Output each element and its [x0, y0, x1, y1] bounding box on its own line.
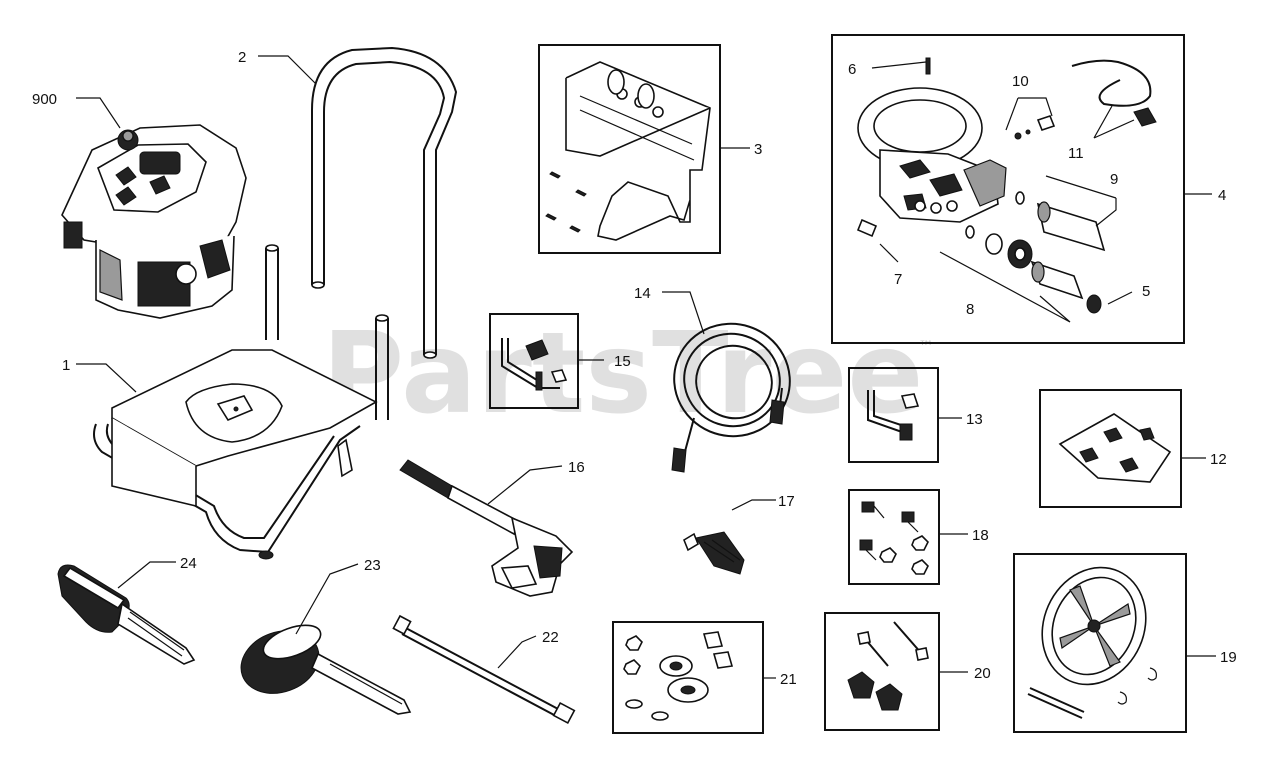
- callout-23: 23: [364, 557, 381, 574]
- part-18-box[interactable]: [848, 489, 940, 585]
- callout-labels: 900 2 1 3 4 6 10 11 9 5 7 8 15 14 13 12 …: [32, 49, 1237, 688]
- callout-21: 21: [780, 671, 797, 688]
- callout-19: 19: [1220, 649, 1237, 666]
- callout-7: 7: [894, 271, 902, 288]
- part-handle[interactable]: [311, 46, 458, 359]
- callout-13: 13: [966, 411, 983, 428]
- callout-11: 11: [1068, 145, 1084, 162]
- callout-15: 15: [614, 353, 631, 370]
- part-round-brush[interactable]: [232, 619, 412, 715]
- watermark-text: PartsTree: [322, 309, 923, 439]
- part-19-box[interactable]: [1013, 551, 1187, 733]
- callout-3: 3: [754, 141, 762, 158]
- callout-18: 18: [972, 527, 989, 544]
- callout-9: 9: [1110, 171, 1118, 188]
- callout-900: 900: [32, 91, 57, 108]
- part-hose[interactable]: [660, 309, 805, 473]
- callout-22: 22: [542, 629, 559, 646]
- part-13-box[interactable]: [848, 367, 939, 463]
- callout-1: 1: [62, 357, 70, 374]
- callout-8: 8: [966, 301, 974, 318]
- part-21-box[interactable]: [612, 621, 764, 734]
- part-12-box[interactable]: [1039, 389, 1182, 508]
- part-spray-gun[interactable]: [399, 459, 574, 597]
- callout-16: 16: [568, 459, 585, 476]
- part-frame[interactable]: [93, 244, 389, 560]
- part-nozzle[interactable]: [683, 531, 745, 575]
- callout-4: 4: [1218, 187, 1226, 204]
- part-pump-box[interactable]: [831, 34, 1185, 344]
- callout-6: 6: [848, 61, 856, 78]
- part-20-box[interactable]: [824, 612, 940, 731]
- watermark-trademark: ™: [918, 337, 934, 356]
- part-brush[interactable]: [57, 564, 196, 665]
- part-15-box[interactable]: [489, 313, 579, 409]
- callout-24: 24: [180, 555, 197, 572]
- callout-17: 17: [778, 493, 795, 510]
- callout-20: 20: [974, 665, 991, 682]
- part-bracket-box[interactable]: [538, 44, 721, 254]
- callout-5: 5: [1142, 283, 1150, 300]
- callout-2: 2: [238, 49, 246, 66]
- part-wand[interactable]: [392, 614, 576, 725]
- part-engine[interactable]: [61, 124, 247, 319]
- callout-12: 12: [1210, 451, 1227, 468]
- callout-14: 14: [634, 285, 651, 302]
- leader-lines: [76, 55, 1216, 679]
- callout-10: 10: [1012, 73, 1029, 90]
- watermark: PartsTree ™: [322, 309, 934, 439]
